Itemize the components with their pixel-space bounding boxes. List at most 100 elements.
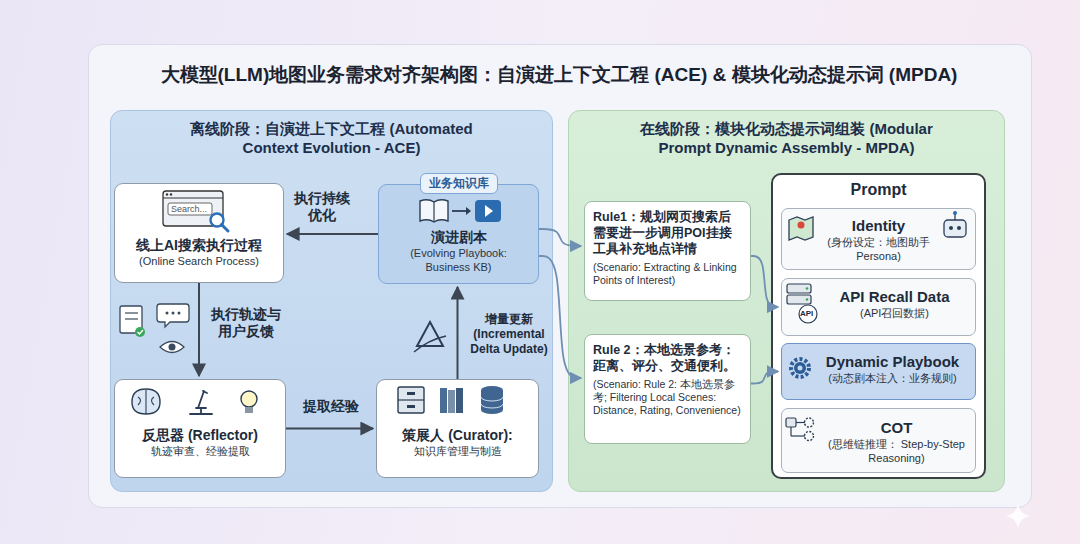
- rule-box: Rule 2：本地选景参考：距离、评分、交通便利。 (Scenario: Rule…: [584, 334, 751, 444]
- flow-gear: [805, 418, 814, 427]
- node-body: (API召回数据): [822, 306, 967, 320]
- node-heading: COT: [824, 418, 969, 437]
- database-body: [481, 390, 503, 414]
- browser-bar: [163, 198, 223, 199]
- browser-dot: [166, 193, 168, 195]
- node-heading: Rule 2：本地选景参考：距离、评分、交通便利。: [593, 342, 742, 374]
- api-badge: [799, 305, 817, 323]
- checklist-line: [125, 318, 138, 319]
- node-body: (思维链推理： Step-by-Step Reasoning): [824, 437, 969, 465]
- magnifier-handle: [222, 225, 229, 232]
- map-icon: [789, 217, 813, 240]
- prompt-box: PromptIdentity(身份设定：地图助手Persona)API Reca…: [771, 173, 986, 479]
- eye-pupil: [169, 344, 176, 351]
- flow-gear: [805, 432, 814, 441]
- sparkle: [1006, 504, 1030, 528]
- node-body: 轨迹审查、经验提取: [123, 444, 277, 458]
- bulb: [241, 391, 257, 407]
- file-handle: [407, 405, 415, 408]
- gear-body: [794, 362, 806, 374]
- prompt-part: Identity(身份设定：地图助手Persona): [781, 208, 976, 270]
- process-box: 策展人 (Curator):知识库管理与制造: [376, 379, 539, 478]
- book-video-icon: [420, 200, 501, 222]
- delta-curve: [414, 336, 446, 352]
- brain-fold: [138, 390, 154, 414]
- node-body: (Scenario: Rule 2: 本地选景参考; Filtering Loc…: [593, 378, 742, 417]
- flow-link: [791, 435, 805, 436]
- connector-arrow: [286, 428, 373, 430]
- flow-icon: [786, 418, 814, 441]
- node-body: (Scenario: Extracting & Linking Points o…: [593, 261, 742, 287]
- database-top: [481, 386, 503, 394]
- node-heading: Rule1：规划网页搜索后需要进一步调用POI挂接工具补充地点详情: [593, 209, 742, 257]
- microscope: [190, 391, 212, 414]
- node-body: (Online Search Process): [123, 254, 275, 268]
- edge-label: 提取经验: [296, 398, 366, 415]
- browser-dot: [170, 193, 172, 195]
- robot-eye: [957, 226, 961, 230]
- gear-teeth: [791, 359, 809, 377]
- node-heading: Identity: [822, 216, 935, 235]
- prompt-part: API Recall Data(API召回数据): [781, 278, 976, 336]
- icon-label: Search...: [171, 204, 207, 215]
- search-field: [168, 203, 212, 215]
- connector-arrow: [751, 372, 778, 384]
- connector-arrow: [751, 256, 778, 307]
- node-body: 知识库管理与制造: [385, 444, 530, 458]
- node-heading: 离线阶段：自演进上下文工程 (Automated Context Evoluti…: [167, 119, 497, 157]
- checklist-line: [125, 312, 138, 313]
- gear-icon: [791, 359, 809, 377]
- browser-window: [163, 191, 223, 226]
- prompt-part: Dynamic Playbook(动态剧本注入：业务规则): [781, 343, 976, 400]
- edge-label: 增量更新 (Incremental Delta Update): [468, 312, 550, 357]
- edge-label: 执行持续优化: [293, 190, 351, 224]
- prompt-part: COT(思维链推理： Step-by-Step Reasoning): [781, 408, 976, 473]
- magnifier: [211, 214, 224, 227]
- file-drawer: [398, 399, 424, 400]
- chat-dot: [166, 312, 169, 315]
- check-mark: [138, 330, 144, 334]
- delta-triangle: [417, 322, 443, 346]
- diagram-title: 大模型(LLM)地图业务需求对齐架构图：自演进上下文工程 (ACE) & 模块化…: [88, 62, 1030, 88]
- node-body: (身份设定：地图助手Persona): [822, 235, 935, 263]
- chat-dot: [178, 312, 181, 315]
- brain: [132, 389, 160, 414]
- robot-icon: [944, 211, 966, 237]
- node-heading: 策展人 (Curator):: [385, 426, 530, 444]
- connector-arrow: [287, 233, 378, 235]
- database-ring: [481, 397, 503, 408]
- server-led: [806, 298, 809, 301]
- robot-eye: [949, 226, 953, 230]
- check-badge: [135, 327, 145, 337]
- knowledge-box: 业务知识库演进剧本(Evolving Playbook: Business KB…: [378, 184, 539, 284]
- server-led: [806, 287, 809, 290]
- file-box: [398, 387, 424, 413]
- gear-hole: [798, 366, 803, 371]
- rule-box: Rule1：规划网页搜索后需要进一步调用POI挂接工具补充地点详情 (Scenar…: [584, 201, 751, 301]
- node-heading: 在线阶段：模块化动态提示词组装 (Modular Prompt Dynamic …: [622, 119, 952, 157]
- map: [789, 217, 813, 240]
- node-heading: 反思器 (Reflector): [123, 426, 277, 444]
- eye: [160, 342, 184, 353]
- node-heading: API Recall Data: [822, 287, 967, 306]
- node-heading: Dynamic Playbook: [816, 352, 969, 371]
- play-triangle: [485, 205, 493, 217]
- node-heading: 线上AI搜索执行过程: [123, 236, 275, 254]
- edge-label: 执行轨迹与用户反馈: [210, 306, 282, 340]
- delta-icon: [414, 322, 446, 352]
- checklist: [120, 306, 142, 333]
- server-icon: [787, 284, 817, 323]
- node-body: (Evolving Playbook: Business KB): [387, 246, 530, 274]
- flow-link: [796, 422, 805, 423]
- book-spine: [448, 390, 455, 413]
- book-arrow-head: [466, 207, 471, 215]
- flow-step: [786, 418, 796, 427]
- flow-link: [790, 427, 791, 436]
- book: [420, 200, 448, 222]
- server-unit: [787, 295, 811, 304]
- map-pin: [798, 222, 805, 229]
- icon-label: API: [800, 309, 813, 319]
- robot-antenna-tip: [953, 211, 957, 215]
- connector-arrow: [198, 283, 200, 376]
- book-spine: [433, 202, 434, 222]
